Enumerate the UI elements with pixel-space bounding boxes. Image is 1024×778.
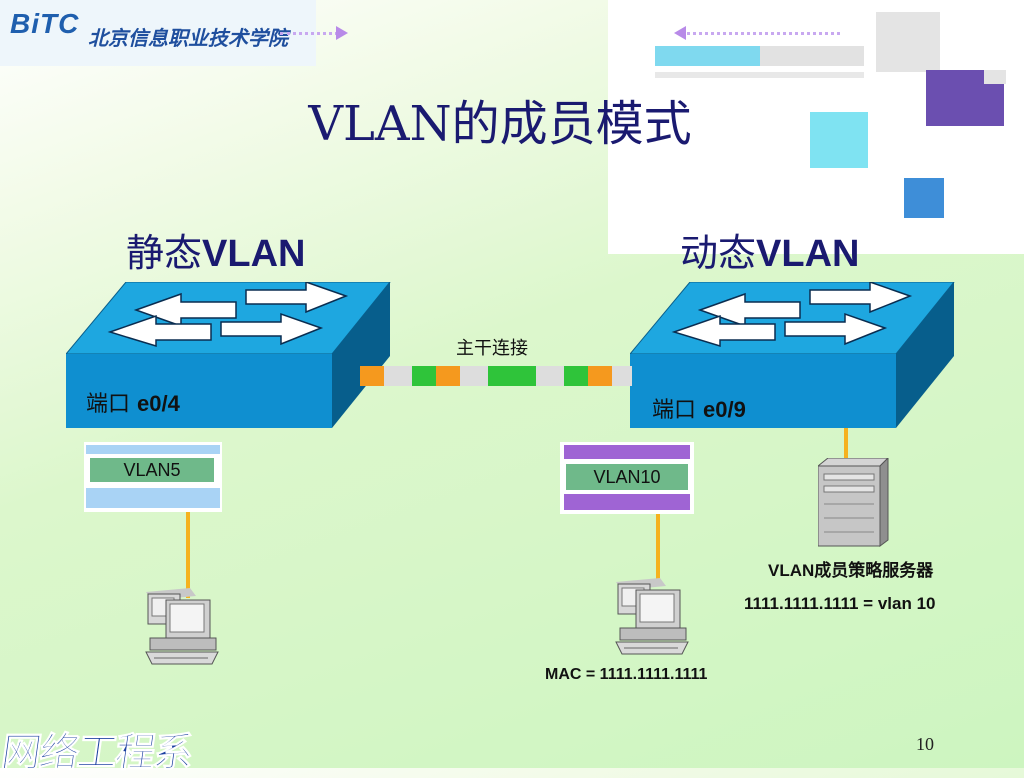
server-icon xyxy=(818,458,889,547)
decor-bar-line xyxy=(655,72,864,78)
left-pc-cable xyxy=(186,512,190,598)
decor-bar-gray xyxy=(760,46,864,66)
left-workstation-icon xyxy=(145,588,219,665)
decor-square-gray xyxy=(876,12,940,72)
department-logo: 网络工程系 xyxy=(0,730,195,777)
server-cable xyxy=(844,428,848,462)
right-switch-icon xyxy=(630,282,955,428)
left-vlan-tag: VLAN5 xyxy=(90,458,214,482)
left-switch-icon xyxy=(66,282,391,428)
decor-square-cyan xyxy=(810,112,868,168)
decor-dash-left xyxy=(680,32,840,35)
right-vlan-frame: VLAN10 xyxy=(560,442,694,514)
left-port-label: 端口 e0/4 xyxy=(86,391,180,417)
right-pc-cable xyxy=(656,514,660,584)
decor-arrow-right-icon xyxy=(336,26,348,40)
mac-caption: MAC = 1111.1111.1111 xyxy=(545,666,708,683)
school-logo: BiTC xyxy=(10,8,80,39)
slide-title: VLAN的成员模式 xyxy=(308,96,692,152)
decor-square-blue xyxy=(904,178,944,218)
trunk-link xyxy=(360,366,632,386)
right-port-label: 端口 e0/9 xyxy=(652,397,746,423)
mac-vlan-mapping: 1111.1111.1111 = vlan 10 xyxy=(744,594,936,613)
trunk-label: 主干连接 xyxy=(456,338,528,359)
server-caption: VLAN成员策略服务器 xyxy=(768,561,934,580)
static-vlan-heading: 静态VLAN xyxy=(126,231,306,275)
right-workstation-icon xyxy=(615,578,689,655)
header-band xyxy=(0,0,316,66)
left-vlan-frame: VLAN5 xyxy=(84,442,222,512)
decor-arrow-left-icon xyxy=(674,26,686,40)
dynamic-vlan-heading: 动态VLAN xyxy=(680,231,860,275)
decor-square-gray-small xyxy=(984,70,1006,84)
decor-dash-right xyxy=(280,32,344,35)
decor-bar-cyan xyxy=(655,46,760,66)
right-vlan-tag: VLAN10 xyxy=(566,464,688,490)
school-name: 北京信息职业技术学院 xyxy=(88,26,288,50)
page-number: 10 xyxy=(916,734,934,754)
